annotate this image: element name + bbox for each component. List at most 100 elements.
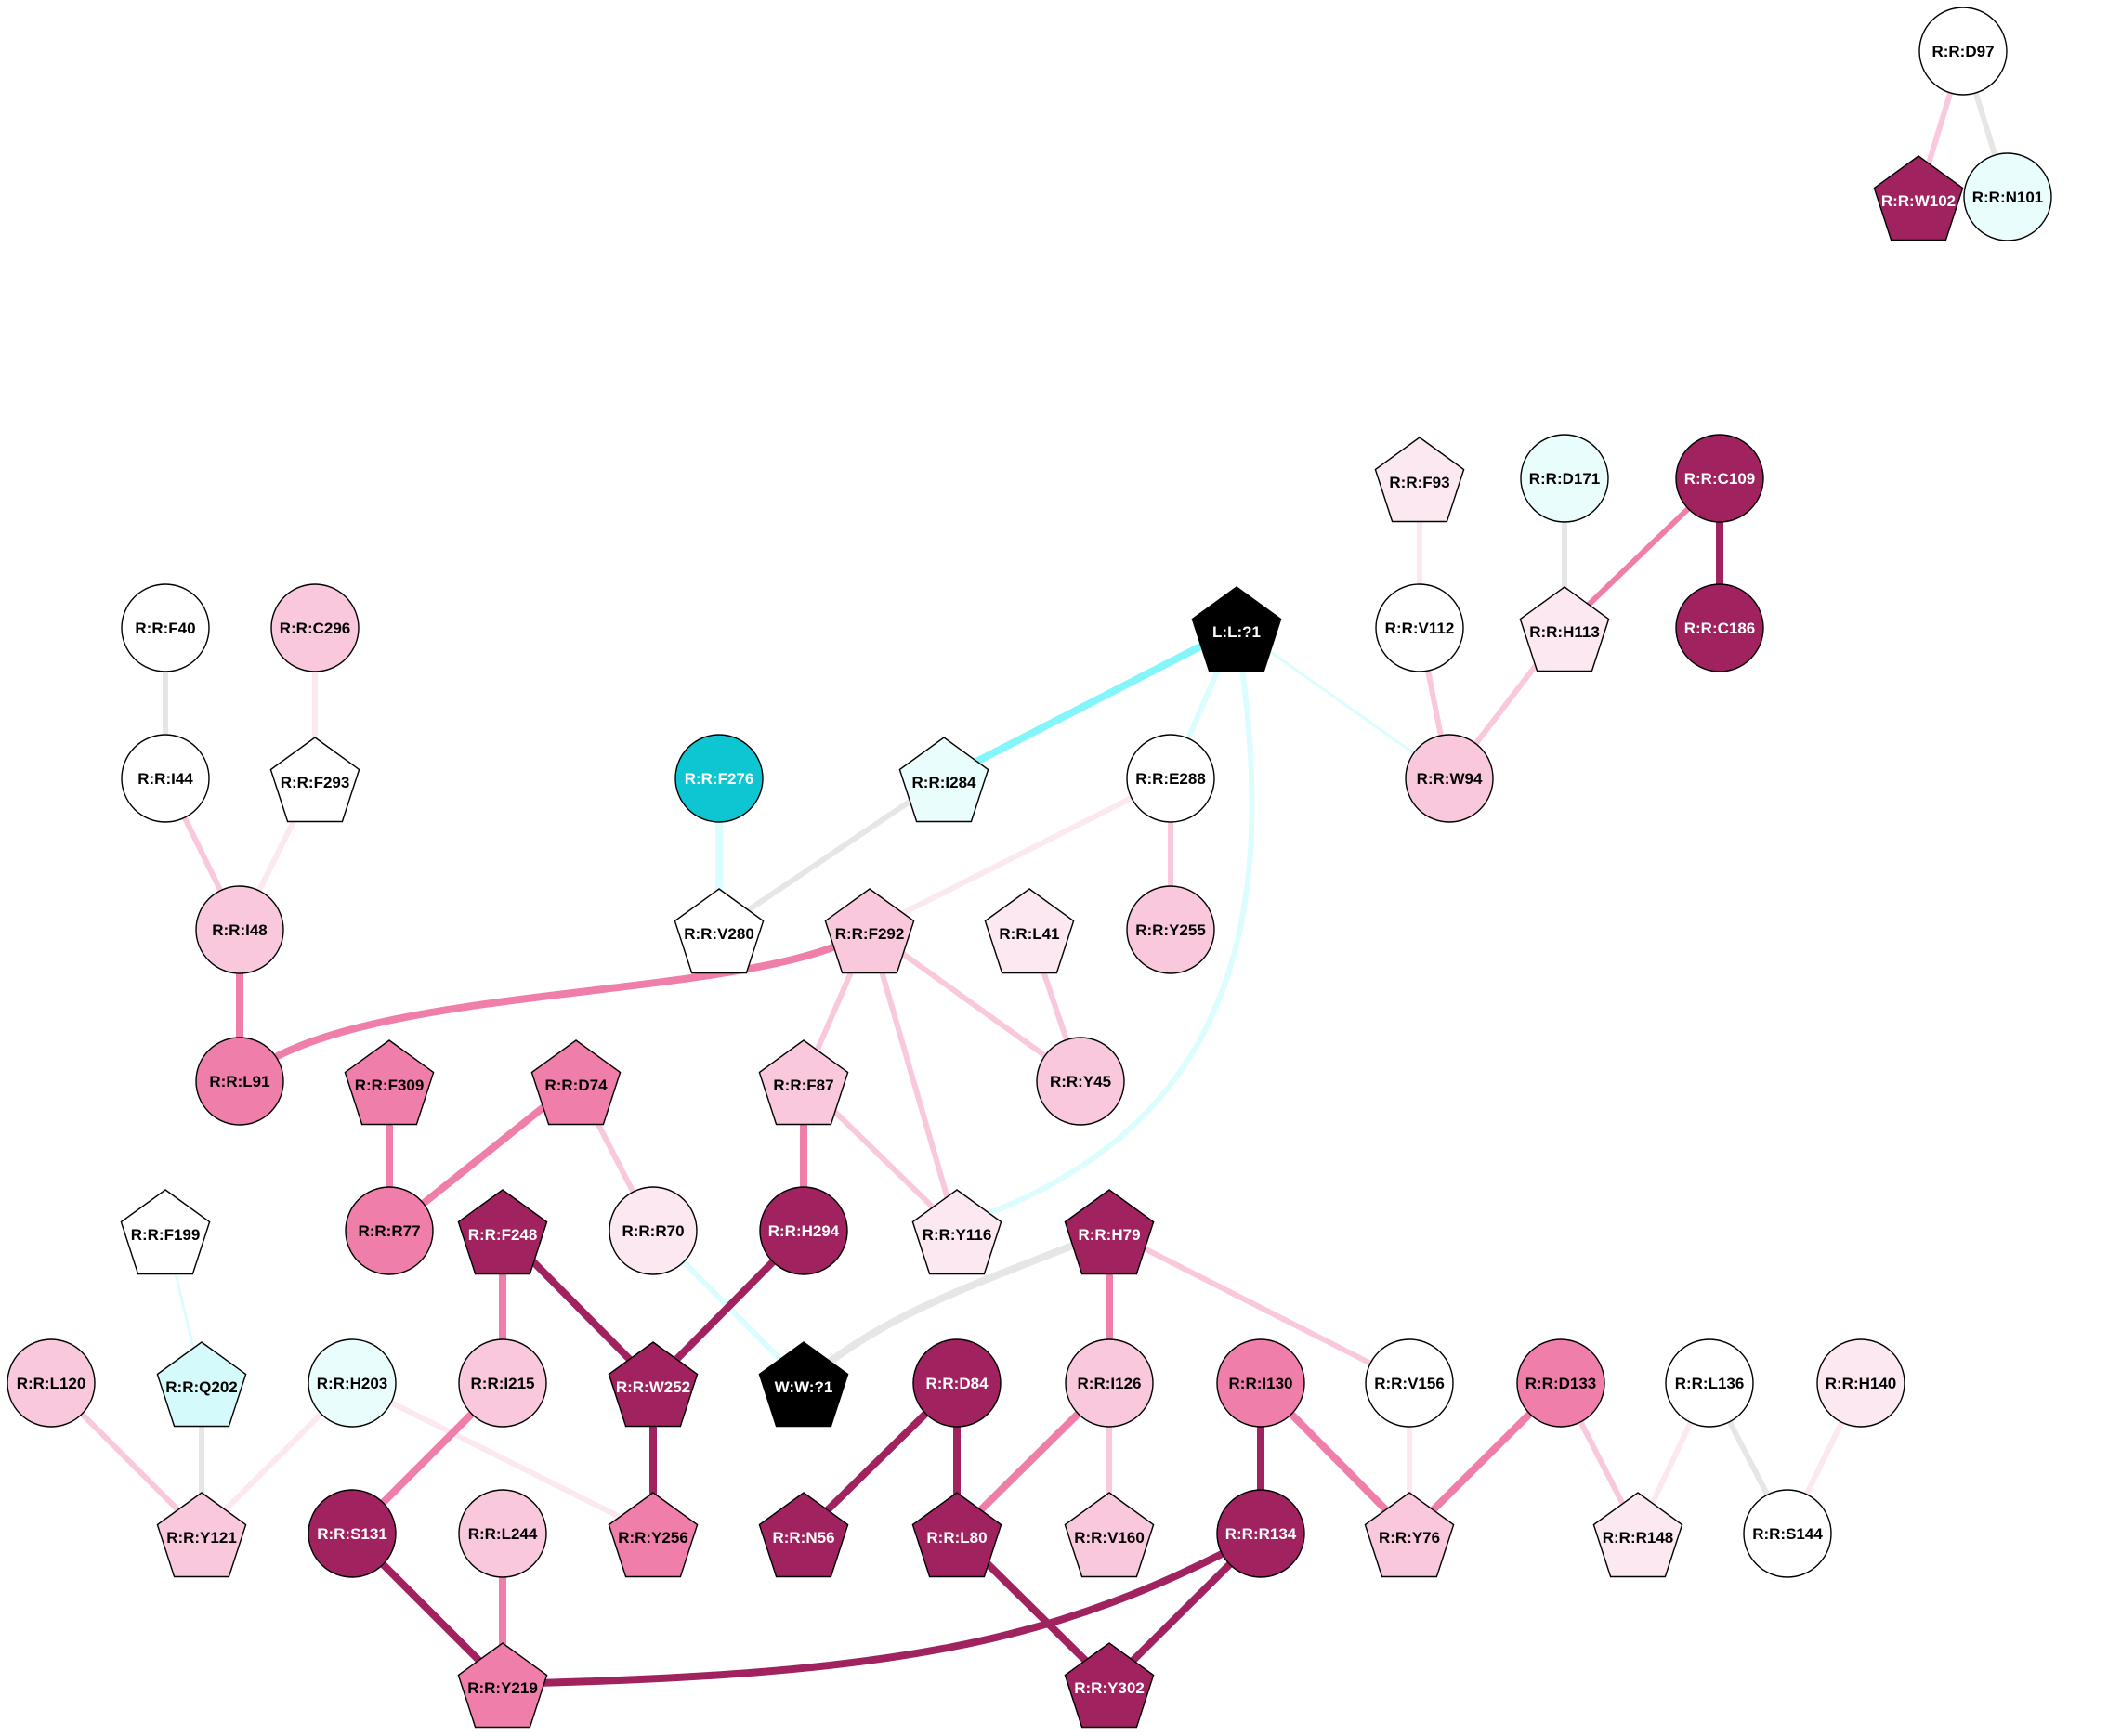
node-L1[interactable]: L:L:?1 bbox=[1191, 586, 1282, 672]
node-pentagon bbox=[1064, 1492, 1155, 1578]
node-pentagon bbox=[156, 1341, 247, 1428]
node-label: R:R:H113 bbox=[1529, 623, 1600, 641]
node-F292[interactable]: R:R:F292 bbox=[824, 888, 915, 974]
node-pentagon bbox=[911, 1189, 1002, 1275]
node-R148[interactable]: R:R:R148 bbox=[1592, 1492, 1683, 1578]
node-circle bbox=[121, 583, 210, 672]
edge-E288-F292 bbox=[868, 776, 1172, 933]
node-circle bbox=[1036, 1037, 1125, 1126]
node-D133[interactable]: R:R:D133 bbox=[1516, 1338, 1605, 1428]
node-E288[interactable]: R:R:E288 bbox=[1126, 734, 1215, 823]
node-L41[interactable]: R:R:L41 bbox=[984, 888, 1075, 974]
node-L120[interactable]: R:R:L120 bbox=[7, 1338, 96, 1428]
node-Y45[interactable]: R:R:Y45 bbox=[1036, 1037, 1125, 1126]
node-V112[interactable]: R:R:V112 bbox=[1375, 583, 1464, 672]
node-pentagon bbox=[1364, 1492, 1455, 1578]
node-H79[interactable]: R:R:H79 bbox=[1064, 1189, 1155, 1275]
node-S144[interactable]: R:R:S144 bbox=[1743, 1489, 1832, 1578]
node-L80[interactable]: R:R:L80 bbox=[911, 1492, 1002, 1578]
node-circle bbox=[1918, 7, 2008, 96]
node-D97[interactable]: R:R:D97 bbox=[1918, 7, 2008, 96]
node-F93[interactable]: R:R:F93 bbox=[1374, 437, 1465, 523]
node-N56[interactable]: R:R:N56 bbox=[758, 1492, 849, 1578]
edge-F292-L91 bbox=[237, 926, 872, 1084]
node-circle bbox=[609, 1186, 698, 1275]
node-I130[interactable]: R:R:I130 bbox=[1216, 1338, 1305, 1428]
node-R77[interactable]: R:R:R77 bbox=[345, 1186, 434, 1275]
node-Y255[interactable]: R:R:Y255 bbox=[1126, 885, 1215, 974]
node-L244[interactable]: R:R:L244 bbox=[458, 1489, 547, 1578]
node-Y219[interactable]: R:R:Y219 bbox=[457, 1642, 548, 1729]
node-Q202[interactable]: R:R:Q202 bbox=[156, 1341, 247, 1428]
node-label: R:R:H79 bbox=[1078, 1226, 1140, 1244]
node-N101[interactable]: R:R:N101 bbox=[1963, 152, 2052, 241]
node-circle bbox=[1126, 734, 1215, 823]
node-I126[interactable]: R:R:I126 bbox=[1065, 1338, 1154, 1428]
node-I48[interactable]: R:R:I48 bbox=[195, 885, 284, 974]
node-F276[interactable]: R:R:F276 bbox=[674, 734, 764, 823]
node-label: R:R:R70 bbox=[622, 1222, 684, 1240]
node-circle bbox=[912, 1338, 1002, 1428]
node-F199[interactable]: R:R:F199 bbox=[120, 1189, 211, 1275]
node-C109[interactable]: R:R:C109 bbox=[1675, 434, 1764, 523]
node-H113[interactable]: R:R:H113 bbox=[1519, 586, 1610, 672]
node-label: R:R:C109 bbox=[1684, 470, 1756, 488]
node-W252[interactable]: R:R:W252 bbox=[608, 1341, 699, 1428]
node-Y121[interactable]: R:R:Y121 bbox=[156, 1492, 247, 1578]
node-V156[interactable]: R:R:V156 bbox=[1365, 1338, 1454, 1428]
node-Y302[interactable]: R:R:Y302 bbox=[1064, 1642, 1155, 1729]
node-W102[interactable]: R:R:W102 bbox=[1873, 155, 1964, 241]
node-L91[interactable]: R:R:L91 bbox=[195, 1037, 284, 1126]
node-D171[interactable]: R:R:D171 bbox=[1520, 434, 1609, 523]
node-H140[interactable]: R:R:H140 bbox=[1816, 1338, 1905, 1428]
node-I215[interactable]: R:R:I215 bbox=[458, 1338, 547, 1428]
node-S131[interactable]: R:R:S131 bbox=[308, 1489, 397, 1578]
node-C186[interactable]: R:R:C186 bbox=[1675, 583, 1764, 672]
node-F309[interactable]: R:R:F309 bbox=[344, 1039, 435, 1126]
node-label: R:R:I215 bbox=[471, 1375, 535, 1392]
node-circle bbox=[1675, 434, 1764, 523]
node-D74[interactable]: R:R:D74 bbox=[530, 1039, 622, 1126]
node-pentagon bbox=[608, 1341, 699, 1428]
node-pentagon bbox=[1873, 155, 1964, 241]
node-F248[interactable]: R:R:F248 bbox=[457, 1189, 548, 1275]
node-label: R:R:R134 bbox=[1225, 1525, 1297, 1543]
node-Y76[interactable]: R:R:Y76 bbox=[1364, 1492, 1455, 1578]
node-label: R:R:E288 bbox=[1135, 770, 1206, 788]
node-H203[interactable]: R:R:H203 bbox=[308, 1338, 397, 1428]
node-Y256[interactable]: R:R:Y256 bbox=[608, 1492, 699, 1578]
node-C296[interactable]: R:R:C296 bbox=[270, 583, 360, 672]
node-I44[interactable]: R:R:I44 bbox=[121, 734, 210, 823]
node-F87[interactable]: R:R:F87 bbox=[758, 1039, 849, 1126]
node-V160[interactable]: R:R:V160 bbox=[1064, 1492, 1155, 1578]
node-label: R:R:W102 bbox=[1881, 192, 1956, 210]
node-label: R:R:W252 bbox=[616, 1378, 690, 1396]
node-circle bbox=[195, 885, 284, 974]
node-label: R:R:F309 bbox=[355, 1077, 425, 1094]
node-D84[interactable]: R:R:D84 bbox=[912, 1338, 1002, 1428]
node-F293[interactable]: R:R:F293 bbox=[269, 737, 360, 823]
node-L136[interactable]: R:R:L136 bbox=[1665, 1338, 1754, 1428]
node-H294[interactable]: R:R:H294 bbox=[759, 1186, 848, 1275]
node-I284[interactable]: R:R:I284 bbox=[898, 737, 989, 823]
node-pentagon bbox=[758, 1039, 849, 1126]
edge-L1-I284 bbox=[942, 624, 1238, 782]
edge-H79-W1 bbox=[801, 1227, 1111, 1386]
node-pentagon bbox=[344, 1039, 435, 1126]
node-Y116[interactable]: R:R:Y116 bbox=[911, 1189, 1002, 1275]
node-label: R:R:S144 bbox=[1752, 1525, 1823, 1543]
node-label: R:R:Y121 bbox=[166, 1529, 237, 1547]
node-R134[interactable]: R:R:R134 bbox=[1216, 1489, 1305, 1578]
node-W1[interactable]: W:W:?1 bbox=[758, 1341, 849, 1428]
node-W94[interactable]: R:R:W94 bbox=[1405, 734, 1494, 823]
edge-R134-Y219 bbox=[502, 1530, 1263, 1688]
node-V280[interactable]: R:R:V280 bbox=[674, 888, 765, 974]
node-pentagon bbox=[758, 1341, 849, 1428]
node-circle bbox=[1405, 734, 1494, 823]
node-circle bbox=[1665, 1338, 1754, 1428]
node-R70[interactable]: R:R:R70 bbox=[609, 1186, 698, 1275]
node-F40[interactable]: R:R:F40 bbox=[121, 583, 210, 672]
node-label: R:R:L41 bbox=[999, 925, 1059, 943]
edge-H203-Y256 bbox=[350, 1380, 655, 1536]
edge-L1-Y116 bbox=[965, 627, 1255, 1224]
